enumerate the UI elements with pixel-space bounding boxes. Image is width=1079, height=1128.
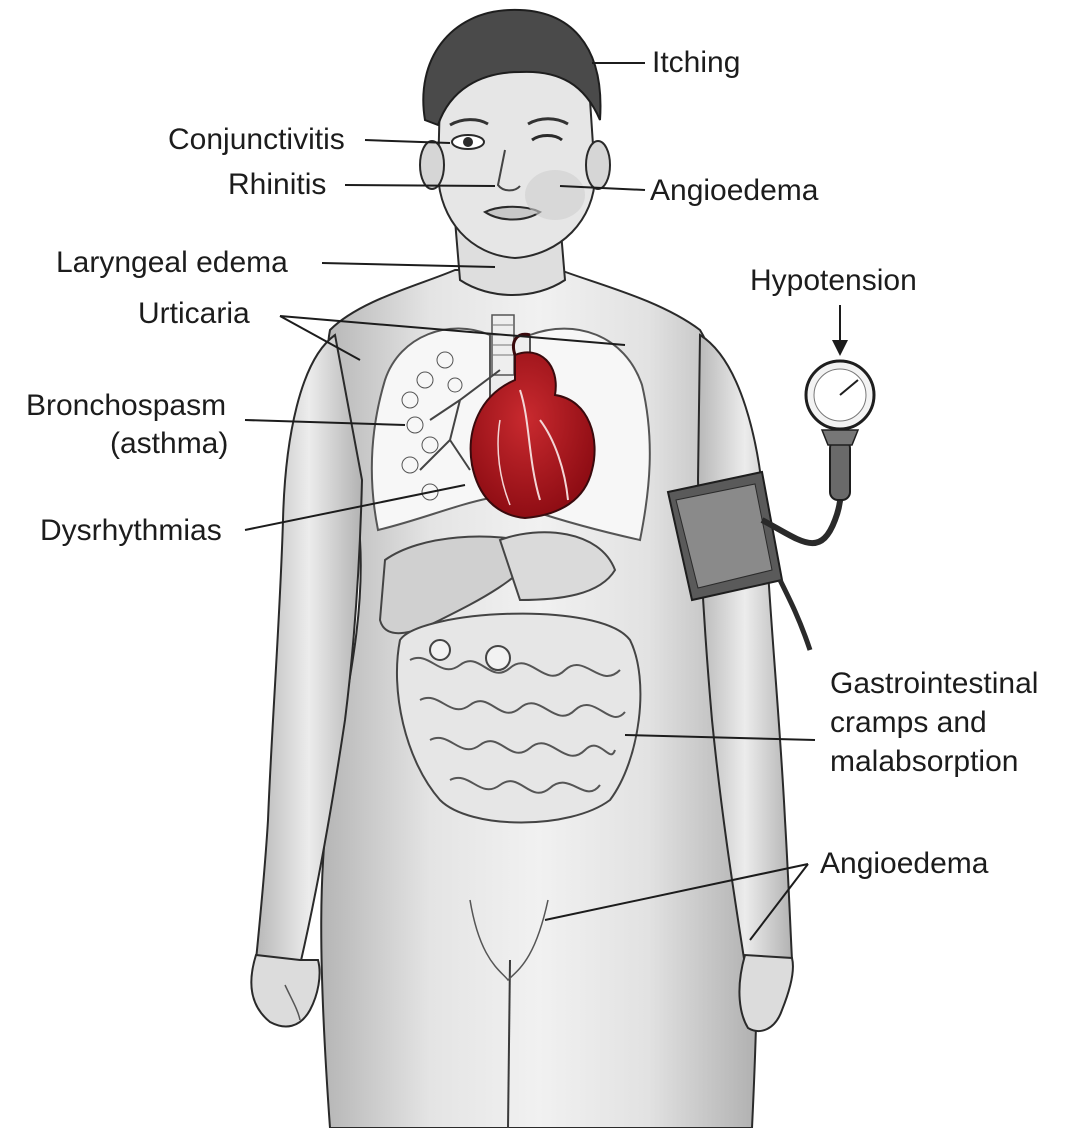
label-angioedema-body: Angioedema	[820, 846, 988, 882]
label-asthma: (asthma)	[110, 426, 228, 462]
label-laryngeal-edema: Laryngeal edema	[56, 245, 288, 281]
label-bronchospasm: Bronchospasm	[26, 388, 226, 424]
head	[420, 10, 610, 258]
label-angioedema-face: Angioedema	[650, 173, 818, 209]
label-hypotension: Hypotension	[750, 263, 917, 299]
label-dysrhythmias: Dysrhythmias	[40, 513, 222, 549]
pressure-gauge-icon	[806, 361, 874, 500]
label-malabsorption: malabsorption	[830, 744, 1018, 780]
label-rhinitis: Rhinitis	[228, 167, 326, 203]
label-conjunctivitis: Conjunctivitis	[168, 122, 345, 158]
label-cramps-and: cramps and	[830, 705, 987, 741]
label-gastrointestinal: Gastrointestinal	[830, 666, 1038, 702]
intestines-icon	[397, 614, 640, 823]
label-urticaria: Urticaria	[138, 296, 250, 332]
label-itching: Itching	[652, 45, 740, 81]
